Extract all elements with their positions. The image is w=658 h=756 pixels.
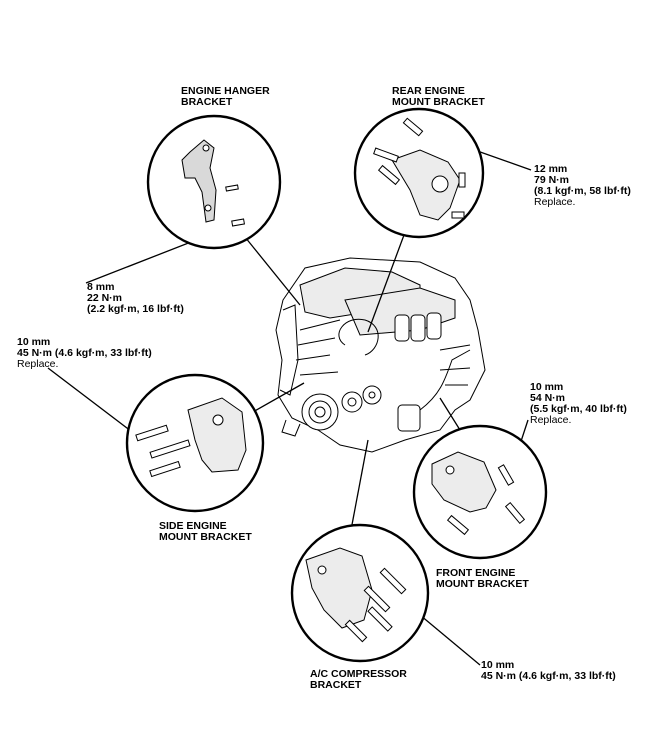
front-mount-label-line1: FRONT ENGINE	[436, 567, 516, 579]
front-bolt-note: Replace.	[530, 414, 572, 426]
front-engine-mount-bracket-label: FRONT ENGINE MOUNT BRACKET	[436, 568, 529, 590]
ac-bolt-torque-spec: 10 mm 45 N·m (4.6 kgf·m, 33 lbf·ft)	[481, 660, 616, 682]
front-mount-label-line2: MOUNT BRACKET	[436, 578, 529, 590]
rear-mount-circle	[353, 107, 485, 239]
side-bolt-size: 10 mm	[17, 336, 51, 348]
ac-bracket-label-line2: BRACKET	[310, 679, 362, 691]
ac-compressor-bracket-label: A/C COMPRESSOR BRACKET	[310, 669, 407, 691]
side-mount-circle	[125, 373, 265, 513]
front-bolt-alt-torque: (5.5 kgf·m, 40 lbf·ft)	[530, 403, 627, 415]
rear-mount-label-line2: MOUNT BRACKET	[392, 96, 485, 108]
engine-hanger-circle	[146, 114, 282, 250]
front-bolt-size: 10 mm	[530, 381, 564, 393]
rear-bolt-note: Replace.	[534, 196, 576, 208]
side-engine-mount-bracket-label: SIDE ENGINE MOUNT BRACKET	[159, 521, 252, 543]
side-bolt-torque-spec: 10 mm 45 N·m (4.6 kgf·m, 33 lbf·ft) Repl…	[17, 337, 152, 370]
engine-hanger-label-line2: BRACKET	[181, 96, 233, 108]
side-mount-label-line1: SIDE ENGINE	[159, 520, 227, 532]
side-bolt-torque: 45 N·m (4.6 kgf·m, 33 lbf·ft)	[17, 347, 152, 359]
hanger-bolt-torque-spec: 8 mm 22 N·m (2.2 kgf·m, 16 lbf·ft)	[87, 282, 184, 315]
hanger-bolt-torque: 22 N·m	[87, 292, 123, 304]
side-bolt-note: Replace.	[17, 358, 59, 370]
ac-bolt-size: 10 mm	[481, 659, 515, 671]
bolt-icon	[225, 184, 246, 227]
rear-bolt-torque-spec: 12 mm 79 N·m (8.1 kgf·m, 58 lbf·ft) Repl…	[534, 164, 631, 208]
hanger-bolt-size: 8 mm	[87, 281, 115, 293]
side-mount-label-line2: MOUNT BRACKET	[159, 531, 252, 543]
rear-bolt-size: 12 mm	[534, 163, 568, 175]
rear-engine-mount-bracket-label: REAR ENGINE MOUNT BRACKET	[392, 86, 485, 108]
engine-assembly	[275, 257, 486, 453]
ac-bolt-torque: 45 N·m (4.6 kgf·m, 33 lbf·ft)	[481, 670, 616, 682]
front-mount-circle	[412, 424, 548, 560]
rear-bolt-torque: 79 N·m	[534, 174, 570, 186]
hanger-bolt-alt-torque: (2.2 kgf·m, 16 lbf·ft)	[87, 303, 184, 315]
ac-bracket-label-line1: A/C COMPRESSOR	[310, 668, 407, 680]
engine-hanger-label-line1: ENGINE HANGER	[181, 85, 270, 97]
engine-hanger-bracket-label: ENGINE HANGER BRACKET	[181, 86, 270, 108]
rear-mount-label-line1: REAR ENGINE	[392, 85, 465, 97]
front-bolt-torque: 54 N·m	[530, 392, 566, 404]
ac-bracket-circle	[290, 523, 430, 663]
rear-bolt-alt-torque: (8.1 kgf·m, 58 lbf·ft)	[534, 185, 631, 197]
front-bolt-torque-spec: 10 mm 54 N·m (5.5 kgf·m, 40 lbf·ft) Repl…	[530, 382, 627, 426]
